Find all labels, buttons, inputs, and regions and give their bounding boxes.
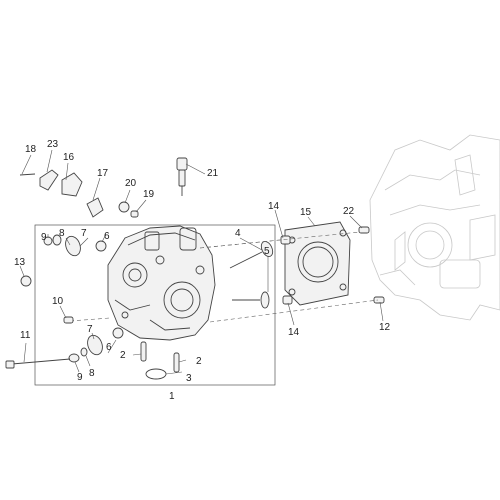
cylinder-gasket bbox=[284, 221, 351, 306]
thermostat-housing-16 bbox=[61, 172, 83, 197]
callout-8-upper: 8 bbox=[59, 228, 65, 239]
callout-16: 16 bbox=[63, 152, 75, 163]
leader-lines bbox=[19, 149, 384, 375]
nut-13 bbox=[20, 275, 32, 287]
dowel-pin-lower bbox=[282, 295, 293, 305]
callout-17: 17 bbox=[97, 168, 109, 179]
callout-11: 11 bbox=[20, 330, 31, 341]
callout-8-lower: 8 bbox=[89, 368, 95, 379]
dowel-pin-upper bbox=[280, 235, 291, 245]
callout-14-top: 14 bbox=[268, 201, 280, 212]
plug-20 bbox=[118, 201, 130, 213]
callout-19: 19 bbox=[143, 189, 155, 200]
callout-labels: 18 23 16 17 20 19 21 14 15 22 4 5 14 12 … bbox=[14, 139, 391, 402]
callout-3: 3 bbox=[186, 373, 192, 384]
engine-block-ghost bbox=[369, 134, 500, 321]
callout-2-left: 2 bbox=[120, 350, 126, 361]
screw-18 bbox=[19, 173, 36, 176]
temperature-sensor-21 bbox=[176, 157, 188, 196]
callout-7-lower: 7 bbox=[87, 324, 93, 335]
callout-22: 22 bbox=[343, 206, 355, 217]
callout-13: 13 bbox=[14, 257, 26, 268]
stud-22 bbox=[358, 226, 370, 234]
cylinder-head-assembly-box bbox=[34, 224, 276, 386]
callout-9-lower: 9 bbox=[77, 372, 83, 383]
washer-19 bbox=[130, 210, 139, 218]
callout-20: 20 bbox=[125, 178, 137, 189]
stud-12 bbox=[373, 296, 385, 304]
oil-seal-upper bbox=[95, 240, 107, 252]
valve-spring-lower bbox=[87, 334, 103, 356]
callout-12: 12 bbox=[379, 322, 391, 333]
callout-10: 10 bbox=[52, 296, 64, 307]
callout-23: 23 bbox=[47, 139, 59, 150]
fitting-17 bbox=[86, 197, 104, 218]
callout-15: 15 bbox=[300, 207, 312, 218]
callout-6-upper: 6 bbox=[104, 231, 110, 242]
pin-10 bbox=[63, 316, 74, 324]
long-bolt bbox=[5, 358, 71, 369]
callout-5: 5 bbox=[264, 246, 270, 257]
spring-retainer-upper bbox=[52, 234, 62, 246]
callout-4: 4 bbox=[235, 228, 241, 239]
callout-6-lower: 6 bbox=[106, 342, 112, 353]
oil-seal-lower bbox=[112, 327, 124, 339]
valve-spring-upper bbox=[65, 235, 81, 257]
callout-9-upper: 9 bbox=[41, 232, 47, 243]
cylinder-head bbox=[107, 225, 216, 341]
callout-14-bottom: 14 bbox=[288, 327, 300, 338]
valve-seat-washer-lower bbox=[68, 353, 80, 363]
dowel-2-right bbox=[173, 352, 180, 373]
dowel-2-left bbox=[140, 341, 147, 362]
callout-18: 18 bbox=[25, 144, 37, 155]
callout-2-right: 2 bbox=[196, 356, 202, 367]
bracket-23 bbox=[39, 169, 59, 191]
exhaust-valve bbox=[232, 291, 270, 309]
callout-21: 21 bbox=[207, 168, 219, 179]
callout-7-upper: 7 bbox=[81, 228, 87, 239]
spring-retainer-lower bbox=[80, 347, 88, 357]
callout-1: 1 bbox=[169, 391, 175, 402]
o-ring bbox=[145, 368, 167, 380]
